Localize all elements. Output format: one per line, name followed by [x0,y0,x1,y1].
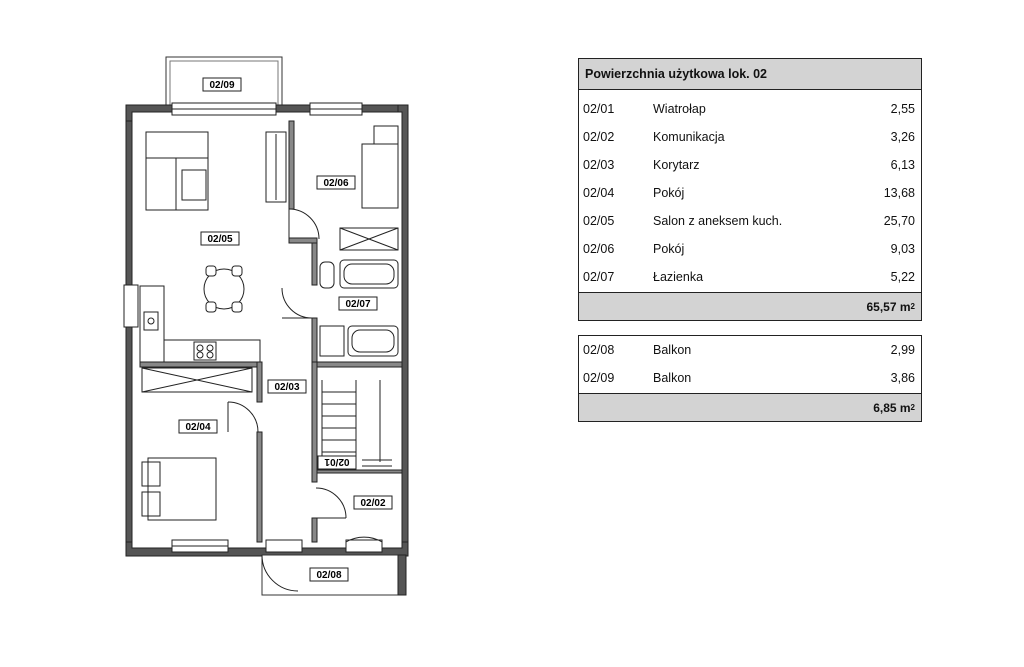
room-name: Balkon [653,371,692,385]
window [265,539,303,553]
room-id: 02/04 [583,186,615,200]
label-0205: 02/05 [207,234,232,245]
table-row: 02/01 Wiatrołap 2,55 [579,95,921,123]
bed-0206 [361,143,399,209]
floor-plan: 02/09 02/05 02/06 02/07 02/03 02/04 02/0… [123,56,409,596]
room-name: Wiatrołap [653,102,706,116]
room-area: 5,22 [890,270,915,284]
table-row: 02/09 Balkon 3,86 [579,364,921,392]
label-0203: 02/03 [274,382,299,393]
bed-0204 [147,457,217,521]
staircase [321,380,392,467]
room-name: Balkon [653,343,692,357]
table-row: 02/02 Komunikacja 3,26 [579,123,921,151]
total-area-value: 65,57 m [866,299,911,314]
room-id: 02/05 [583,214,615,228]
table-row: 02/07 Łazienka 5,22 [579,263,921,291]
room-area: 2,55 [890,102,915,116]
room-area: 9,03 [890,242,915,256]
room-labels: 02/09 02/05 02/06 02/07 02/03 02/04 02/0… [178,77,393,582]
table-row: 02/03 Korytarz 6,13 [579,151,921,179]
shower [319,325,345,357]
room-name: Łazienka [653,270,704,284]
room-name: Salon z aneksem kuch. [653,214,783,228]
bathtub [339,259,399,289]
room-name: Komunikacja [653,130,725,144]
room-name: Korytarz [653,158,700,172]
table-row: 02/08 Balkon 2,99 [579,336,921,364]
window [123,284,139,328]
label-0204: 02/04 [185,422,210,433]
balcony-total-value: 6,85 m [873,400,911,415]
window [345,539,383,553]
label-0201: 02/01 [324,456,349,467]
room-id: 02/08 [583,343,615,357]
room-area: 2,99 [890,343,915,357]
area-table-main: Powierzchnia użytkowa lok. 02 02/01 Wiatr… [578,58,922,321]
table-row: 02/06 Pokój 9,03 [579,235,921,263]
room-area: 13,68 [883,186,915,200]
label-0202: 02/02 [360,498,385,509]
dining-table [203,268,245,310]
stove [193,341,217,361]
room-area: 3,26 [890,130,915,144]
table-title: Powierzchnia użytkowa lok. 02 [579,59,921,90]
total-area-unit: 2 [910,302,915,311]
label-0209: 02/09 [209,80,234,91]
room-id: 02/02 [583,130,615,144]
sink [347,325,399,357]
room-area: 3,86 [890,371,915,385]
table-row: 02/05 Salon z aneksem kuch. 25,70 [579,207,921,235]
room-id: 02/01 [583,102,615,116]
label-0208: 02/08 [316,570,341,581]
table-row: 02/04 Pokój 13,68 [579,179,921,207]
label-0207: 02/07 [345,299,370,310]
label-0206: 02/06 [323,178,348,189]
room-id: 02/03 [583,158,615,172]
room-id: 02/06 [583,242,615,256]
balcony-total-unit: 2 [910,403,915,412]
toilet [319,261,335,289]
room-id: 02/07 [583,270,615,284]
coffee-table [181,169,207,201]
room-name: Pokój [653,242,685,256]
room-area: 6,13 [890,158,915,172]
room-id: 02/09 [583,371,615,385]
room-name: Pokój [653,186,685,200]
room-area: 25,70 [883,214,915,228]
